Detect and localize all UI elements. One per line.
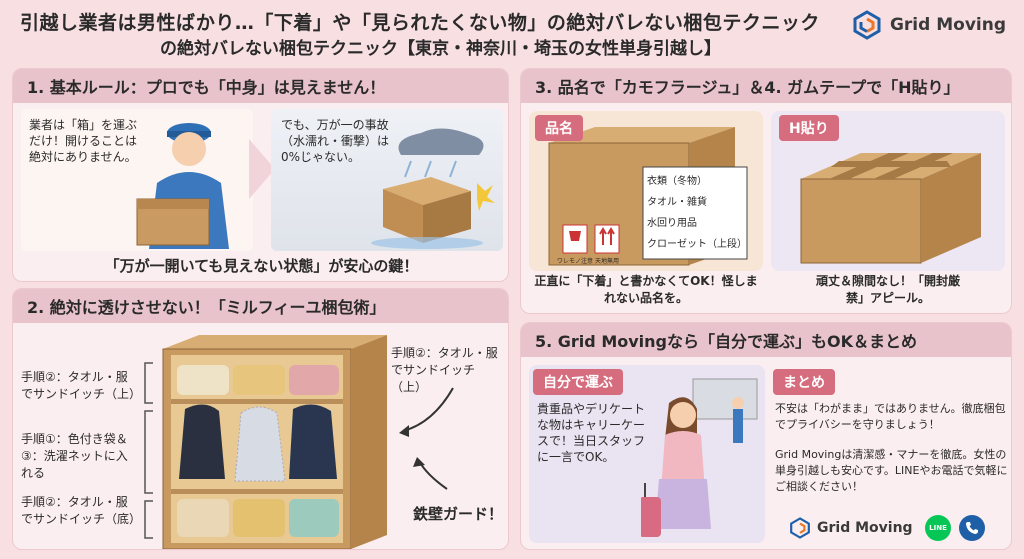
wet-box-icon bbox=[371, 128, 495, 249]
phone-glyph-icon bbox=[966, 522, 978, 534]
section-camouflage: 3. 品名で「カモフラージュ」＆4. ガムテープで「H貼り」 衣類（冬物） タオ… bbox=[520, 68, 1012, 314]
self-text: 貴重品やデリケートな物はキャリーケースで！当日スタッフに一言でOK。 bbox=[537, 402, 646, 464]
bracket-lines bbox=[144, 362, 153, 539]
tag-summary: まとめ bbox=[773, 369, 835, 395]
line-label: LINE bbox=[929, 524, 947, 532]
open-box-illustration bbox=[162, 335, 387, 549]
page-header: 引越し業者は男性ばかり…「下着」や「見られたくない物」の絶対バレない梱包テクニッ… bbox=[0, 0, 1024, 62]
grid-logo-icon bbox=[853, 10, 881, 40]
worker-text: 業者は「箱」を運ぶだけ！開けることは絶対にありません。 bbox=[29, 118, 138, 164]
step-bottom-left: 手順②：タオル・服でサンドイッチ（底） bbox=[21, 495, 142, 526]
step-middle-left: 手順①：色付き袋＆③：洗濯ネットに入れる bbox=[21, 432, 128, 480]
footer-brand[interactable]: Grid Moving bbox=[789, 517, 913, 539]
summary-line2: Grid Movingは清潔感・マナーを徹底。女性の単身引越しも安心です。LIN… bbox=[775, 448, 1008, 493]
box-label-item: 水回り用品 bbox=[647, 218, 697, 229]
page-subtitle: の絶対バレない梱包テクニック【東京・神奈川・埼玉の女性単身引越し】 bbox=[160, 39, 721, 59]
arrow-icon bbox=[399, 387, 454, 437]
step-top-right: 手順②：タオル・服でサンドイッチ（上） bbox=[391, 346, 498, 394]
box-label-item: タオル・雑貨 bbox=[647, 197, 707, 208]
stamp-fragile: ワレモノ注意 bbox=[557, 258, 594, 265]
caption-right: 頑丈＆隙間なし！「開封厳禁」アピール。 bbox=[815, 274, 960, 305]
grid-logo-icon bbox=[790, 517, 810, 539]
line-icon[interactable]: LINE bbox=[925, 515, 951, 541]
section3-heading: 3. 品名で「カモフラージュ」＆4. ガムテープで「H貼り」 bbox=[521, 69, 1011, 103]
box-label-item: クローゼット（上段） bbox=[647, 239, 747, 250]
section-millefeuille: 2. 絶対に透けさせない！「ミルフィーユ梱包術」 手順②：タオル・服でサンドイッ… bbox=[12, 288, 509, 550]
step-top-left: 手順②：タオル・服でサンドイッチ（上） bbox=[21, 370, 142, 401]
caption-left: 正直に「下着」と書かなくてOK！怪しまれない品名を。 bbox=[534, 274, 758, 305]
box-label-list: 衣類（冬物） タオル・雑貨 水回り用品 クローゼット（上段） bbox=[647, 171, 747, 255]
arrow-icon bbox=[413, 457, 448, 490]
worker-illustration: 業者は「箱」を運ぶだけ！開けることは絶対にありません。 bbox=[21, 109, 253, 251]
section-basic-rule: 1. 基本ルール：プロでも「中身」は見えません！ 業者は「箱」を運ぶだけ！開ける… bbox=[12, 68, 509, 282]
box-label-item: 衣類（冬物） bbox=[647, 176, 707, 187]
brand[interactable]: Grid Moving bbox=[852, 10, 1006, 40]
mover-worker-icon bbox=[136, 123, 229, 249]
section2-heading: 2. 絶対に透けさせない！「ミルフィーユ梱包術」 bbox=[13, 289, 508, 323]
tag-name: 品名 bbox=[535, 115, 583, 141]
brand-name: Grid Moving bbox=[889, 15, 1006, 35]
h-taped-box-illustration bbox=[800, 153, 981, 264]
woman-with-suitcase-icon bbox=[641, 378, 758, 537]
footer-brand-name: Grid Moving bbox=[817, 520, 913, 536]
accident-illustration: でも、万が一の事故（水濡れ・衝撃）は0%じゃない。 bbox=[271, 109, 503, 251]
guard-label: 鉄壁ガード！ bbox=[413, 505, 504, 523]
stamp-up: 天地無用 bbox=[595, 258, 620, 265]
section1-heading: 1. 基本ルール：プロでも「中身」は見えません！ bbox=[13, 69, 508, 103]
tag-h: H貼り bbox=[779, 115, 839, 141]
page-title: 引越し業者は男性ばかり…「下着」や「見られたくない物」の絶対バレない梱包テクニッ… bbox=[20, 12, 820, 34]
labeled-box-illustration bbox=[548, 127, 748, 266]
summary-line1: 不安は「わがまま」ではありません。徹底梱包でプライバシーを守りましょう！ bbox=[775, 402, 1006, 431]
section5-heading: 5. Grid Movingなら「自分で運ぶ」もOK＆まとめ bbox=[521, 323, 1011, 357]
risk-text: でも、万が一の事故（水濡れ・衝撃）は0%じゃない。 bbox=[281, 118, 390, 164]
arrow-icon bbox=[249, 139, 275, 199]
tag-self: 自分で運ぶ bbox=[533, 369, 623, 395]
section-summary: 5. Grid Movingなら「自分で運ぶ」もOK＆まとめ 自分で運ぶ 貴重品… bbox=[520, 322, 1012, 550]
key-message: 「万が一開いても見えない状態」が安心の鍵！ bbox=[104, 257, 419, 275]
phone-icon[interactable] bbox=[959, 515, 985, 541]
